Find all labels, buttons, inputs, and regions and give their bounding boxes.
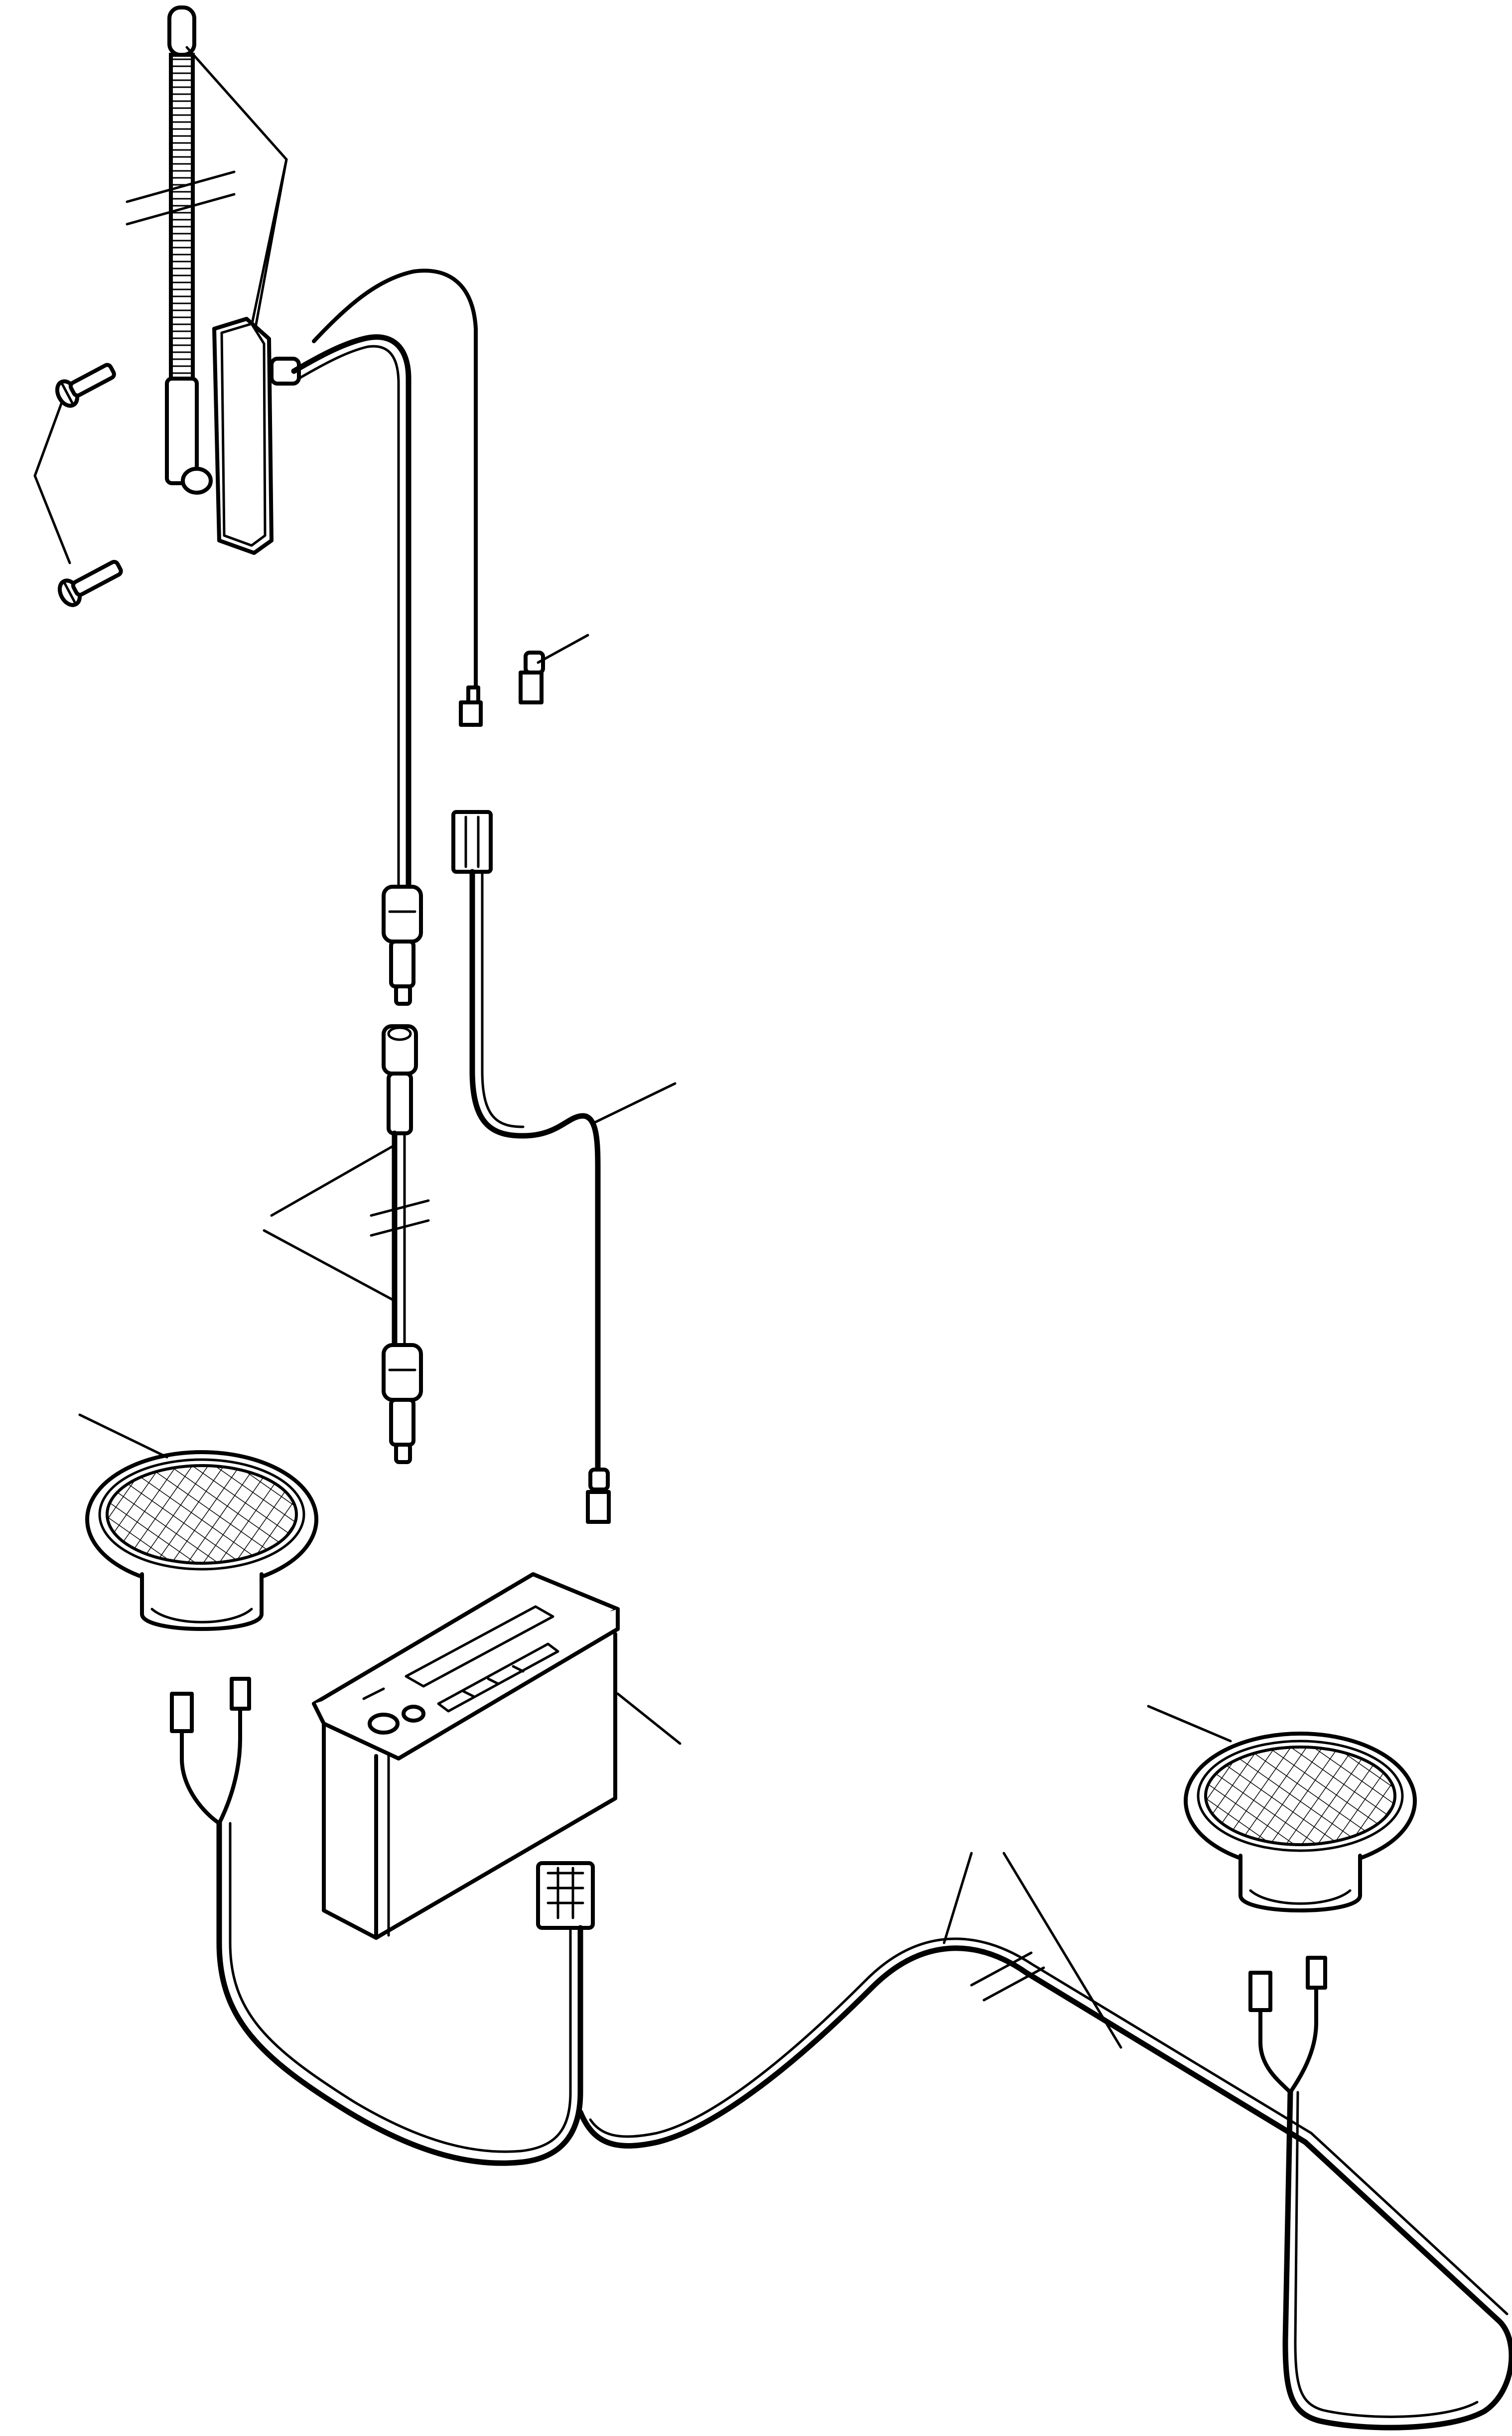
speaker-icon <box>1184 1732 1417 1912</box>
coax-plug-icon <box>382 885 423 1006</box>
antenna-base-icon <box>212 317 301 555</box>
coax-extension-icon <box>263 1024 430 1464</box>
wiring-harness-icon <box>216 1820 1512 2431</box>
radio-icon <box>312 1572 682 1940</box>
left-speaker-leader <box>78 1413 168 1459</box>
speaker-lead-icon <box>170 1677 251 1825</box>
spade-connector-icon <box>519 634 589 704</box>
speaker-lead-icon <box>1248 1956 1327 2094</box>
antenna-icon <box>126 5 236 495</box>
screw-icon <box>33 363 123 607</box>
speaker-icon <box>85 1450 318 1631</box>
power-lead-icon <box>451 810 677 1524</box>
coax-cable-icon <box>291 269 483 1006</box>
right-speaker-leader <box>1147 1705 1232 1743</box>
